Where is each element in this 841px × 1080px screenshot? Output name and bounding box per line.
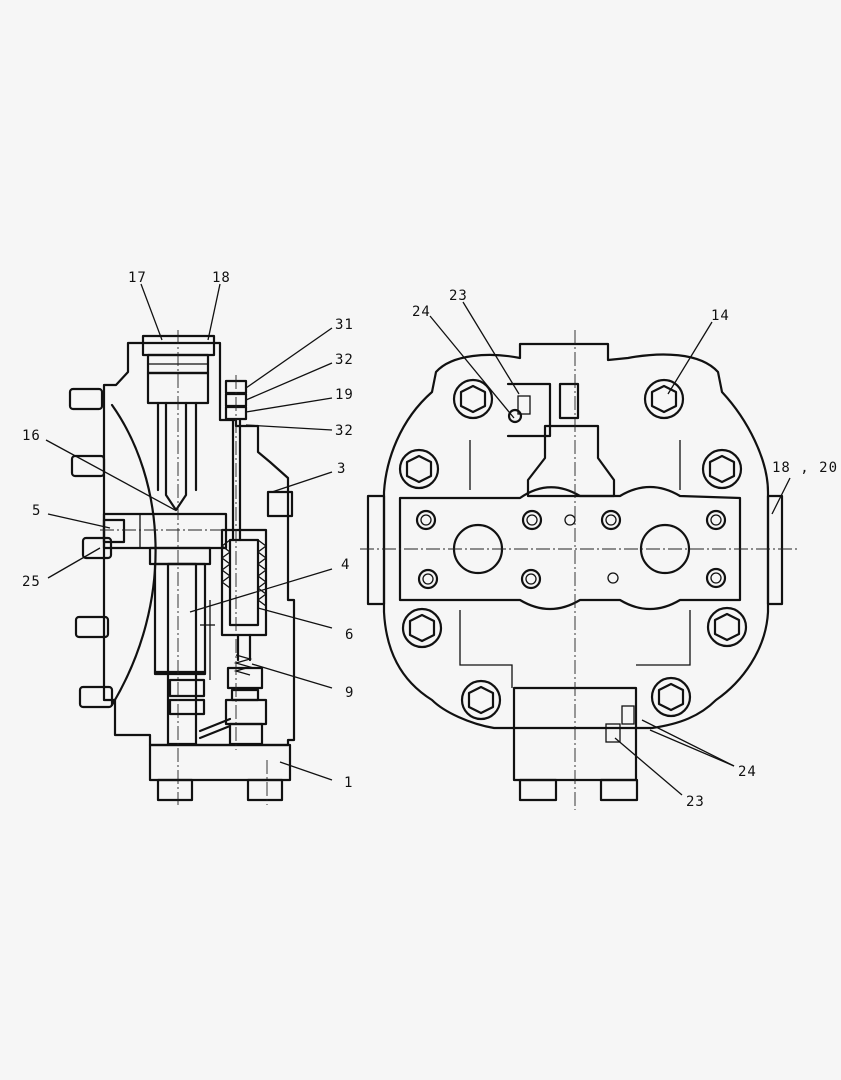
callout-6: 6 <box>345 627 354 643</box>
callout-24-top: 24 <box>412 304 431 320</box>
top-cap-17 <box>141 341 216 512</box>
leader-lines <box>45 283 791 796</box>
right-flange <box>766 494 784 606</box>
port-3 <box>266 490 294 518</box>
callout-32-lower: 32 <box>335 423 354 439</box>
callout-31: 31 <box>335 317 354 333</box>
callout-4: 4 <box>341 557 350 573</box>
callout-5: 5 <box>32 503 41 519</box>
hex-bolts-14 <box>398 378 748 721</box>
right-front-view <box>360 330 800 810</box>
callout-24-bottom: 24 <box>738 764 757 780</box>
callout-16: 16 <box>22 428 41 444</box>
lower-piston <box>153 562 215 746</box>
callout-3: 3 <box>337 461 346 477</box>
callout-18: 18 <box>212 270 231 286</box>
bar-plugs <box>415 509 727 590</box>
callout-23-bottom: 23 <box>686 794 705 810</box>
body-arc <box>110 403 157 707</box>
manifold-bar <box>398 486 742 610</box>
left-flange <box>366 494 386 606</box>
callout-14: 14 <box>711 308 730 324</box>
callout-9: 9 <box>345 685 354 701</box>
front-body-outline <box>382 342 770 782</box>
bottom-cover-1 <box>148 743 292 802</box>
callout-labels: 17 18 31 32 19 32 16 3 5 25 4 6 9 1 23 2… <box>22 270 838 810</box>
left-section-view <box>68 330 296 805</box>
callout-19: 19 <box>335 387 354 403</box>
callout-32-upper: 32 <box>335 352 354 368</box>
top-center-valve <box>506 382 616 498</box>
callout-18-20: 18 , 20 <box>772 460 838 476</box>
callout-1: 1 <box>344 775 353 791</box>
callout-17: 17 <box>128 270 147 286</box>
housing-outline <box>102 334 296 747</box>
callout-25: 25 <box>22 574 41 590</box>
cross-bore <box>102 512 228 566</box>
callout-23-top: 23 <box>449 288 468 304</box>
